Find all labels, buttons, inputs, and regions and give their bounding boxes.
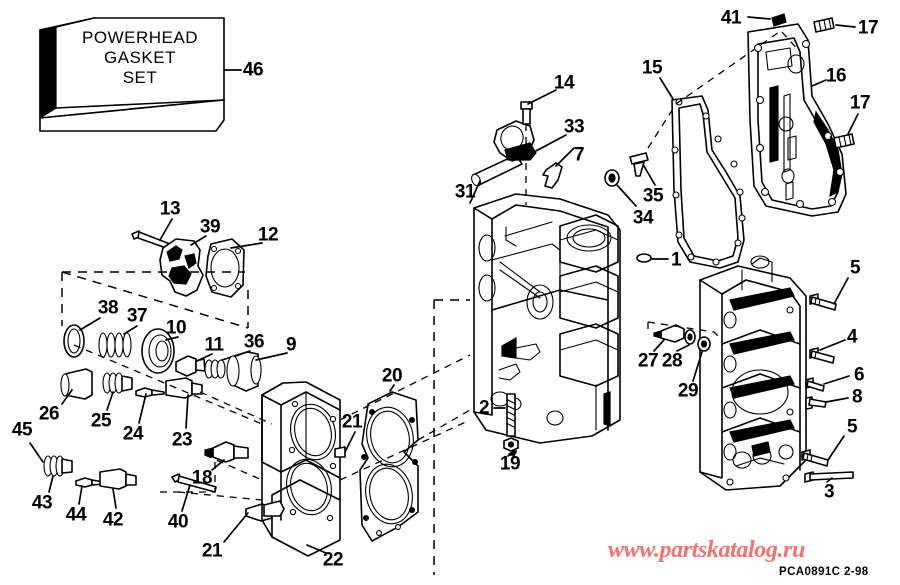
callout-36: 36 (243, 331, 265, 353)
part-18-sensor (204, 441, 249, 471)
part-23-fitting (165, 377, 203, 429)
callout-21: 21 (201, 540, 223, 562)
part-27-fitting (653, 324, 685, 352)
part-43-fitting (29, 442, 73, 493)
part-22-head-cover (261, 381, 356, 557)
part-39-housing (159, 235, 207, 297)
part-14-bolt (520, 89, 557, 205)
callout-27: 27 (637, 350, 659, 372)
callout-39: 39 (199, 216, 221, 238)
callout-26: 26 (38, 403, 60, 425)
part-7-clip (542, 147, 575, 189)
callout-42: 42 (102, 509, 124, 531)
part-4-bolt (809, 339, 846, 364)
part-29-washer (647, 321, 723, 382)
part-24-pin (135, 387, 165, 424)
part-10-pulley (141, 328, 179, 374)
part-25-fitting (102, 372, 133, 411)
part-28-washer (676, 329, 696, 352)
gasket-set-box-label: POWERHEAD GASKET SET (82, 28, 198, 88)
part-35-screw (629, 152, 656, 186)
cylinder-block-main (473, 193, 621, 444)
part-37-spring (98, 325, 138, 358)
callout-2: 2 (478, 397, 490, 419)
part-20-head-gasket (359, 384, 419, 542)
callout-4: 4 (846, 326, 858, 348)
callout-7: 7 (573, 144, 585, 166)
callout-41: 41 (720, 7, 742, 29)
assembly-axis-dashed (73, 344, 471, 501)
callout-28: 28 (661, 350, 683, 372)
part-5-bolt-lower (801, 435, 845, 467)
part-5-bolt-upper (809, 277, 849, 311)
callout-20: 20 (381, 365, 403, 387)
part-41-dowel-pin (747, 13, 787, 27)
callout-3: 3 (823, 481, 835, 503)
callout-13: 13 (159, 198, 181, 220)
callout-46: 46 (242, 59, 264, 81)
part-2-stud (493, 393, 516, 437)
part-3-long-bolt (804, 471, 854, 483)
part-17-screw-top (813, 17, 856, 33)
part-16-cover-plate (747, 23, 847, 217)
callout-43: 43 (31, 492, 53, 514)
callout-16: 16 (825, 65, 847, 87)
part-6-bolt (805, 375, 850, 392)
callout-23: 23 (171, 429, 193, 451)
callout-8: 8 (851, 386, 863, 408)
callout-31: 31 (454, 181, 476, 203)
gasket-set-box-art (39, 17, 242, 132)
callout-9: 9 (285, 334, 297, 356)
callout-19: 19 (499, 453, 521, 475)
callout-17: 17 (849, 92, 871, 114)
callout-40: 40 (167, 511, 189, 533)
part-33-lifting-eye (493, 120, 567, 162)
part-1-dowel (636, 253, 669, 263)
part-17-screw-bottom (819, 113, 859, 149)
callout-29: 29 (677, 380, 699, 402)
part-31-dowel (469, 154, 523, 204)
part-42-fitting (99, 468, 137, 509)
callout-34: 34 (632, 207, 654, 229)
kit-bracket-dashed (61, 271, 249, 329)
callout-1: 1 (670, 249, 682, 271)
callout-15: 15 (641, 57, 663, 79)
part-8-stud (805, 396, 849, 410)
part-38-oring (63, 317, 101, 358)
callout-44: 44 (65, 504, 87, 526)
callout-38: 38 (97, 297, 119, 319)
callout-12: 12 (257, 224, 279, 246)
callout-6: 6 (853, 364, 865, 386)
part-26-sleeve (60, 368, 93, 405)
callout-35: 35 (642, 185, 664, 207)
part-13-screw (131, 218, 173, 250)
callout-45: 45 (11, 419, 33, 441)
part-9-cap (226, 351, 288, 392)
callout-11: 11 (204, 334, 224, 356)
callout-10: 10 (165, 317, 187, 339)
callout-17: 17 (857, 17, 879, 39)
section-divider-dashed (433, 299, 470, 575)
part-12-gasket (205, 238, 263, 298)
callout-33: 33 (563, 116, 585, 138)
part-11-fitting (175, 353, 213, 377)
part-34-grommet (604, 169, 637, 207)
callout-37: 37 (126, 305, 148, 327)
callout-24: 24 (122, 423, 144, 445)
part-19-nut (503, 437, 519, 457)
callout-14: 14 (553, 72, 575, 94)
callout-25: 25 (90, 410, 112, 432)
callout-21: 21 (341, 411, 363, 433)
callout-5: 5 (846, 416, 858, 438)
part-15-gasket (647, 29, 783, 269)
crankcase-half-right (699, 255, 807, 491)
callout-5: 5 (849, 257, 861, 279)
callout-18: 18 (191, 467, 213, 489)
callout-22: 22 (322, 549, 344, 571)
document-code: PCA0891C 2-98 (779, 566, 869, 578)
site-watermark: www.partskatalog.ru (608, 537, 805, 563)
